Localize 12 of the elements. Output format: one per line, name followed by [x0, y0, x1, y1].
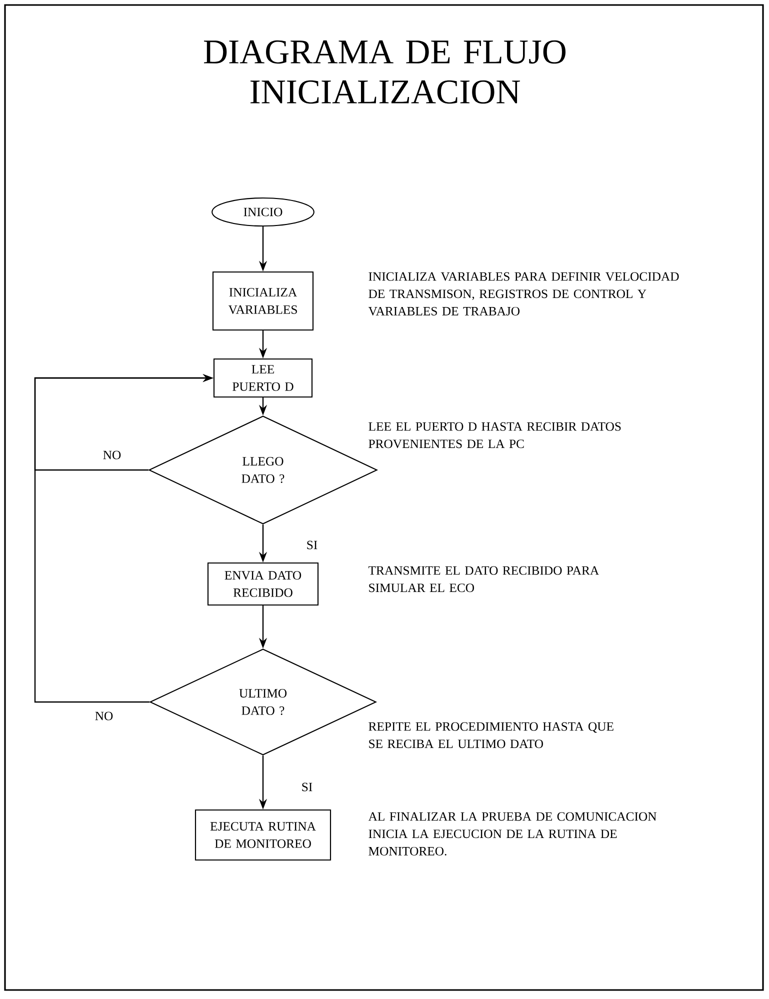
edge-label: NO — [94, 710, 114, 722]
process-box: EJECUTA RUTINA DE MONITOREO — [194, 809, 332, 861]
process-box: LEE PUERTO D — [213, 358, 313, 398]
process-box: ENVIA DATO RECIBIDO — [207, 562, 319, 606]
title: DIAGRAMA DE FLUJO INICIALIZACION — [204, 40, 566, 104]
note-text: TRANSMITE EL DATO RECIBIDO PARA SIMULAR EL ECO — [368, 566, 599, 592]
note-text: INICIALIZA VARIABLES PARA DEFINIR VELOCIDAD DE TRANSMISON, REGISTROS DE CONTROL Y VARIABLES DE TRABAJO — [368, 272, 679, 316]
process-box: INICIALIZA VARIABLES — [212, 271, 314, 331]
edge-label: NO — [102, 449, 122, 461]
note-text: AL FINALIZAR LA PRUEBA DE COMUNICACION INICIA LA EJECUCION DE LA RUTINA DE MONITOREO. — [368, 812, 656, 856]
edge-label: SI — [305, 539, 319, 551]
edge-label: SI — [300, 781, 314, 793]
